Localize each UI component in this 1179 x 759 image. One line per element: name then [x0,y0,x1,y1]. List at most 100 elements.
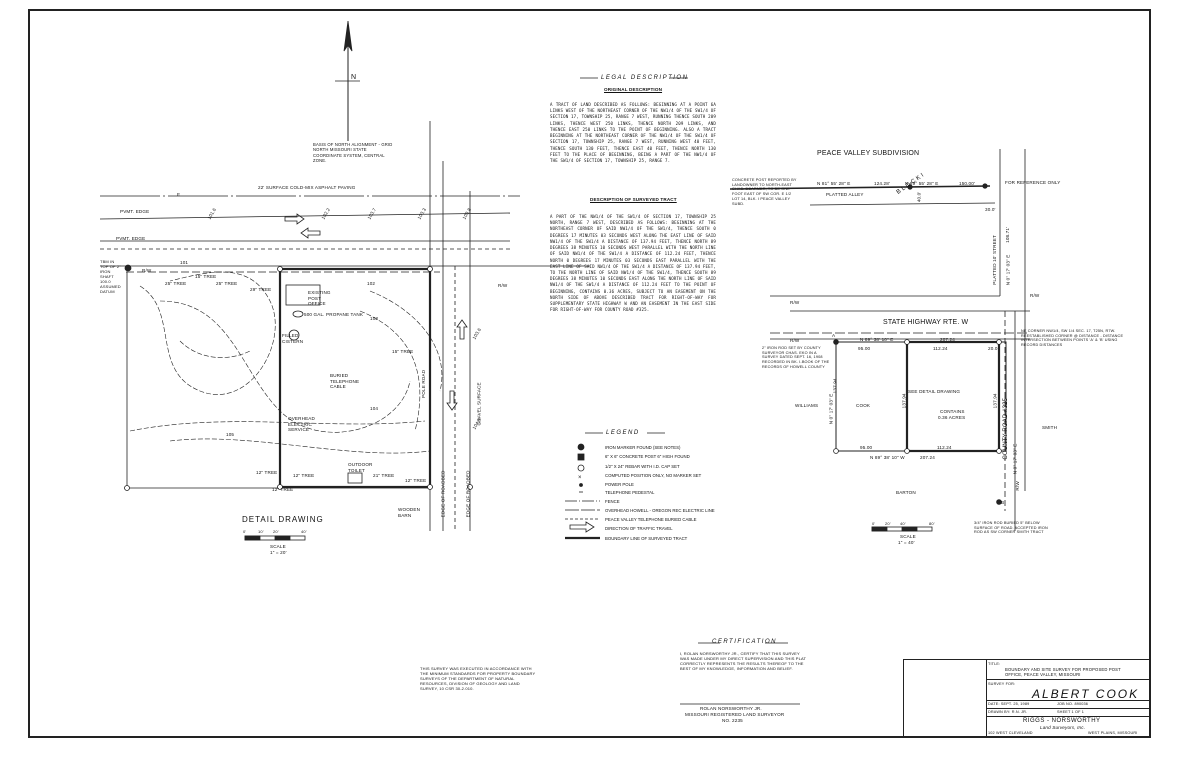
distance-label: 207.24 [940,337,955,342]
tree-label: 25" TREE [165,281,187,286]
distance-label: 95.00 [860,445,873,450]
title-block [903,659,1149,736]
drawn-by: DRAWN BY: R.N. JR. [988,710,1028,714]
scale-tick: 20' [885,521,891,526]
signature-name: ROLAN NORSWORTHY JR. [700,706,762,711]
bearing-label: N 89° 38' 10" E [860,337,894,342]
detail-roads [99,121,590,531]
legal-heading: LEGAL DESCRIPTION [601,75,689,81]
pvmt-edge-label: PVMT. EDGE [120,209,150,214]
surveyed-heading: DESCRIPTION OF SURVEYED TRACT [590,197,677,202]
north-label: N [351,74,357,81]
pole-road-label: POLE ROAD [421,369,427,398]
outdoor-toilet [347,472,363,484]
acres-label: 0.36 ACRES [938,415,966,420]
bearing-label: N 89° 38' 10" W [870,455,905,460]
concrete-post-note: CONCRETE POST REPORTED BY LANDOWNER TO N… [732,178,797,206]
survey-for-label: SURVEY FOR: [988,682,1016,686]
firm-subtitle: Land Surveyors, Inc. [1040,725,1086,730]
scale-tick: 40' [900,521,906,526]
contour-label: 105 [226,432,235,437]
point-b-label: B [1001,500,1005,505]
signature-number: NO. 2235 [722,718,743,723]
scale-label: SCALE [270,544,286,549]
contour-label: 102 [367,281,376,286]
svg-text:×: × [578,475,582,481]
detail-contours [129,271,443,454]
distance-label: 40.0' [916,191,922,203]
survey-linework: × [99,20,1030,705]
bearing-label: N 81° 55' 28" E [817,181,851,186]
distance-label: 30.0' [985,207,996,212]
subdivision-label: PEACE VALLEY SUBDIVISION [817,150,920,157]
scale-tick: 40' [301,529,307,534]
tree-label: 15" TREE [392,349,414,354]
scale-tick: 0' [243,529,247,534]
scale-tick: 80' [929,521,935,526]
distance-label: 124.28' [874,181,890,186]
rw-label: R/W [1014,481,1020,491]
survey-sheet: × BASIS OF NORTH ALIGNMENT - GRID NORTH … [28,9,1151,738]
cistern-label: FILLED CISTERN [282,333,304,344]
bearing-label: N 0° 17' 03" E [828,393,834,425]
rw-label: R/W [142,268,152,273]
rw-label: R/W [790,338,800,343]
firm-city: WEST PLAINS, MISSOURI [1088,731,1138,735]
telephone-label: BURIED TELEPHONE CABLE [330,373,360,390]
barn-label: WOODEN BARN [398,507,421,518]
existing-post-office [285,284,321,306]
rw-label: R/W [498,283,508,288]
site-linework [729,149,1030,531]
alley-label: PLATTED ALLEY [826,192,864,197]
title-text: BOUNDARY AND SITE SURVEY FOR PROPOSED PO… [1005,667,1121,678]
overhead-label: OVERHEAD ELECTRIC SERVICE [288,416,315,433]
edge-roadbed-label: EDGE OF ROADBED [440,470,446,518]
distance-label: 137.94 [992,393,998,409]
legend-item: DIRECTION OF TRAFFIC TRAVEL [605,526,673,531]
site-markers [833,183,1002,505]
original-heading: ORIGINAL DESCRIPTION [604,87,663,92]
firm-address: 102 WEST CLEVELAND [988,731,1033,735]
surveyed-tract [905,340,1001,453]
surveyed-description: A PART OF THE NW1/4 OF THE SW1/4 OF SECT… [550,214,716,313]
standards-note: THIS SURVEY WAS EXECUTED IN ACCORDANCE W… [420,666,536,691]
paving-label: 22' SURFACE COLD-MIX ASPHALT PAVING [258,185,356,190]
legend-item: 1/2" X 24" REBAR WITH I.D. CAP SET [605,464,680,469]
rw-label: R/W [1030,293,1040,298]
tbm-label: TBM IN TOP OF 2" IRON SHAFT 100.0 ASSUME… [100,259,121,294]
scale-tick: 0' [872,521,876,526]
existing-post-office-label: EXISTING POST OFFICE [308,290,331,307]
north-arrow-icon [335,20,360,141]
distance-label: 112.24 [937,445,952,450]
client-name: ALBERT COOK [1032,687,1140,701]
tree-label: 12" TREE [272,487,294,492]
distance-label: 137.94 [832,378,838,394]
owner-cook: COOK [856,403,871,408]
distance-label: 137.94 [901,393,907,409]
sheet-number: SHEET 1 OF 1 [1057,710,1085,714]
scale-ratio: 1" = 40' [898,540,915,545]
legend-symbols: × [565,443,600,540]
original-description: A TRACT OF LAND DESCRIBED AS FOLLOWS: BE… [550,102,716,163]
tree-label: 12" TREE [293,473,315,478]
tree-label: 21" TREE [373,473,395,478]
distance-label: 207.24 [920,455,935,460]
e-label: E [177,192,181,197]
legend-item: TELEPHONE PEDESTAL [605,490,655,495]
detail-scale-bar [244,535,306,541]
pvmt-edge-label: PVMT. EDGE [116,236,146,241]
scale-tick: 20' [273,529,279,534]
bearing-label: N 89° 55' 28" E [905,181,939,186]
legend-item: BOUNDARY LINE OF SURVEYED TRACT [605,536,688,541]
date-label: DATE: SEPT. 25, 1989 [988,702,1030,706]
job-number: JOB NO. 890036 [1057,702,1089,706]
distance-label: 20.0 [988,346,998,351]
contour-label: 101 [180,260,189,265]
legend-item: OVERHEAD HOWELL - OREGON REC ELECTRIC LI… [605,508,715,513]
site-scale-bar [871,526,933,532]
north-basis-note: BASIS OF NORTH ALIGNMENT - GRID NORTH MI… [313,142,393,163]
legend-item: 6" X 6" CONCRETE POST 6" HIGH FOUND [605,454,690,459]
legend-item: PEACE VALLEY TELEPHONE BURIED CABLE [605,517,697,522]
legend-item: POWER POLE [605,482,634,487]
contains-label: CONTAINS [940,409,965,414]
